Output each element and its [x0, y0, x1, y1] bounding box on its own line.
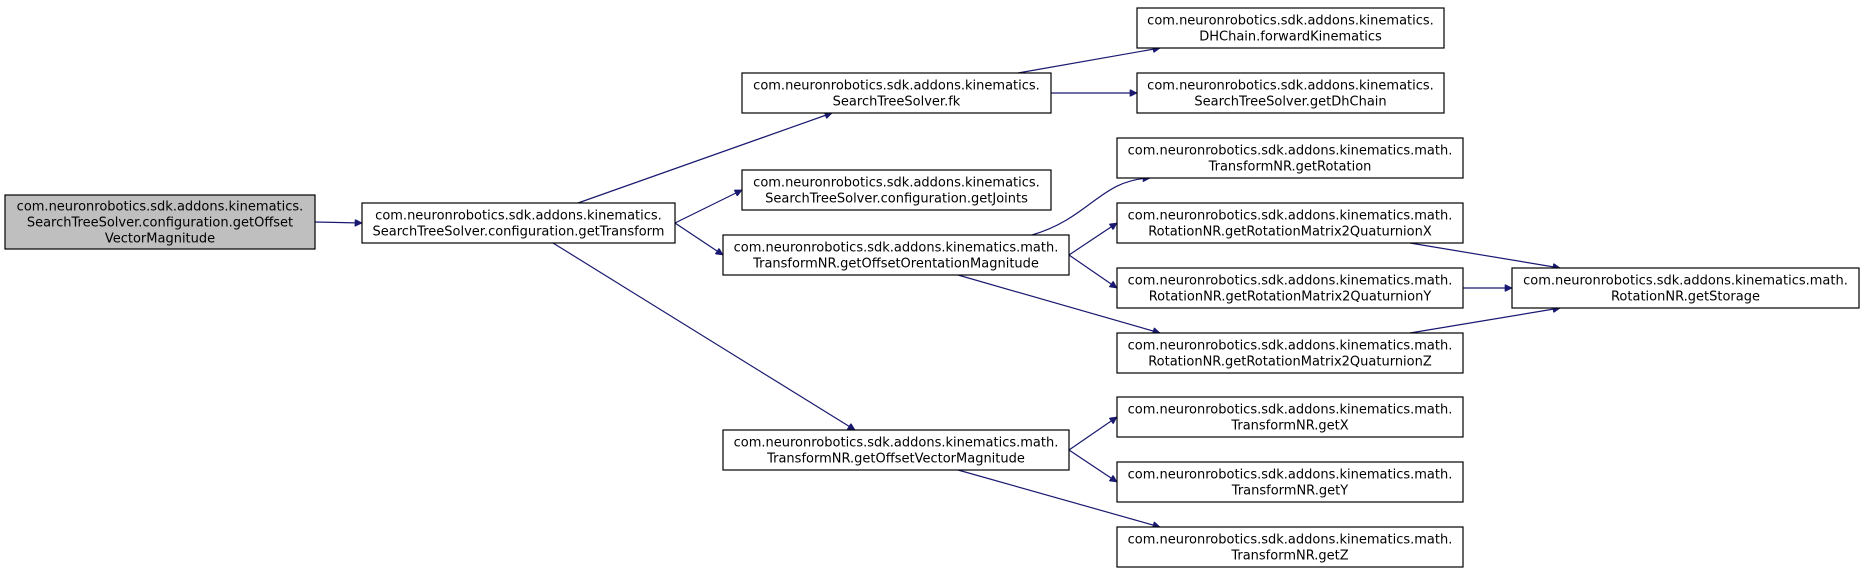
node-label-line: com.neuronrobotics.sdk.addons.kinematics…	[1128, 468, 1453, 483]
edge-getTransform-to-fk	[577, 113, 832, 204]
node-box	[1116, 332, 1464, 374]
node-getJoints[interactable]: com.neuronrobotics.sdk.addons.kinematics…	[741, 169, 1052, 211]
node-box	[1116, 526, 1464, 568]
node-box	[1116, 396, 1464, 438]
node-box	[1136, 72, 1445, 114]
node-label-line: com.neuronrobotics.sdk.addons.kinematics…	[1128, 339, 1453, 354]
node-label-line: SearchTreeSolver.configuration.getOffset	[27, 216, 293, 231]
node-box	[1116, 461, 1464, 503]
node-box	[361, 202, 676, 244]
node-label-line: SearchTreeSolver.configuration.getTransf…	[373, 225, 665, 240]
edge-getOffsetVectorMagnitude-to-getY	[1068, 449, 1117, 483]
node-label-line: TransformNR.getOffsetOrentationMagnitude	[752, 257, 1039, 272]
node-label-line: com.neuronrobotics.sdk.addons.kinematics…	[375, 209, 662, 224]
node-label-line: SearchTreeSolver.fk	[833, 95, 961, 110]
node-label-line: com.neuronrobotics.sdk.addons.kinematics…	[1523, 274, 1848, 289]
node-label-line: com.neuronrobotics.sdk.addons.kinematics…	[753, 176, 1040, 191]
node-label-line: RotationNR.getRotationMatrix2QuaturnionX	[1148, 225, 1432, 240]
node-label-line: com.neuronrobotics.sdk.addons.kinematics…	[753, 79, 1040, 94]
node-getTransform[interactable]: com.neuronrobotics.sdk.addons.kinematics…	[361, 202, 676, 244]
node-box	[1116, 137, 1464, 179]
edge-getOffsetOrentationMagnitude-to-quatY	[1068, 254, 1117, 289]
node-label-line: com.neuronrobotics.sdk.addons.kinematics…	[17, 200, 304, 215]
node-label-line: com.neuronrobotics.sdk.addons.kinematics…	[1128, 144, 1453, 159]
node-label-line: SearchTreeSolver.configuration.getJoints	[765, 192, 1028, 207]
node-label-line: TransformNR.getOffsetVectorMagnitude	[766, 452, 1025, 467]
node-quatZ[interactable]: com.neuronrobotics.sdk.addons.kinematics…	[1116, 332, 1464, 374]
node-label-line: com.neuronrobotics.sdk.addons.kinematics…	[1128, 403, 1453, 418]
edge-getOffsetOrentationMagnitude-to-getRotation	[1031, 178, 1150, 236]
nodes-layer: com.neuronrobotics.sdk.addons.kinematics…	[4, 7, 1860, 568]
node-box	[722, 234, 1070, 276]
edge-getTransform-to-getOffsetOrentationMagnitude	[674, 222, 723, 256]
node-label-line: RotationNR.getRotationMatrix2QuaturnionY	[1149, 290, 1432, 305]
node-getRotation[interactable]: com.neuronrobotics.sdk.addons.kinematics…	[1116, 137, 1464, 179]
node-label-line: SearchTreeSolver.getDhChain	[1194, 95, 1386, 110]
node-getDhChain[interactable]: com.neuronrobotics.sdk.addons.kinematics…	[1136, 72, 1445, 114]
node-label-line: DHChain.forwardKinematics	[1199, 30, 1382, 45]
node-getZ[interactable]: com.neuronrobotics.sdk.addons.kinematics…	[1116, 526, 1464, 568]
node-root[interactable]: com.neuronrobotics.sdk.addons.kinematics…	[4, 194, 316, 250]
node-label-line: com.neuronrobotics.sdk.addons.kinematics…	[1128, 274, 1453, 289]
node-label-line: RotationNR.getRotationMatrix2QuaturnionZ	[1148, 355, 1432, 370]
edge-getTransform-to-getJoints	[674, 189, 742, 224]
edge-getOffsetVectorMagnitude-to-getX	[1068, 416, 1117, 451]
node-label-line: TransformNR.getRotation	[1208, 160, 1372, 175]
node-box	[1511, 267, 1860, 309]
node-label-line: com.neuronrobotics.sdk.addons.kinematics…	[734, 241, 1059, 256]
node-box	[1136, 7, 1445, 49]
node-label-line: TransformNR.getZ	[1230, 549, 1348, 564]
node-box	[1116, 202, 1464, 244]
node-getOffsetVectorMagnitude[interactable]: com.neuronrobotics.sdk.addons.kinematics…	[722, 429, 1070, 471]
edge-getOffsetVectorMagnitude-to-getZ	[957, 469, 1160, 527]
node-box	[741, 169, 1052, 211]
node-label-line: com.neuronrobotics.sdk.addons.kinematics…	[1147, 79, 1434, 94]
edge-quatZ-to-getStorage	[1409, 308, 1560, 334]
node-label-line: com.neuronrobotics.sdk.addons.kinematics…	[1147, 14, 1434, 29]
node-getY[interactable]: com.neuronrobotics.sdk.addons.kinematics…	[1116, 461, 1464, 503]
node-box	[1116, 267, 1464, 309]
node-getOffsetOrentationMagnitude[interactable]: com.neuronrobotics.sdk.addons.kinematics…	[722, 234, 1070, 276]
edge-getOffsetOrentationMagnitude-to-quatX	[1068, 222, 1117, 256]
edge-getOffsetOrentationMagnitude-to-quatZ	[957, 274, 1160, 333]
node-label-line: com.neuronrobotics.sdk.addons.kinematics…	[1128, 209, 1453, 224]
edge-getTransform-to-getOffsetVectorMagnitude	[552, 242, 855, 431]
node-label-line: RotationNR.getStorage	[1611, 290, 1760, 305]
node-forwardKinematics[interactable]: com.neuronrobotics.sdk.addons.kinematics…	[1136, 7, 1445, 49]
edge-root-to-getTransform	[314, 222, 362, 223]
node-getX[interactable]: com.neuronrobotics.sdk.addons.kinematics…	[1116, 396, 1464, 438]
node-box	[741, 72, 1052, 114]
node-label-line: VectorMagnitude	[105, 232, 215, 247]
node-label-line: com.neuronrobotics.sdk.addons.kinematics…	[1128, 533, 1453, 548]
node-quatX[interactable]: com.neuronrobotics.sdk.addons.kinematics…	[1116, 202, 1464, 244]
edges-layer	[314, 48, 1560, 527]
node-quatY[interactable]: com.neuronrobotics.sdk.addons.kinematics…	[1116, 267, 1464, 309]
node-label-line: TransformNR.getY	[1231, 484, 1348, 499]
node-box	[4, 194, 316, 250]
node-fk[interactable]: com.neuronrobotics.sdk.addons.kinematics…	[741, 72, 1052, 114]
node-label-line: com.neuronrobotics.sdk.addons.kinematics…	[734, 436, 1059, 451]
node-box	[722, 429, 1070, 471]
edge-fk-to-forwardKinematics	[1017, 48, 1160, 74]
edge-quatX-to-getStorage	[1409, 242, 1560, 268]
node-getStorage[interactable]: com.neuronrobotics.sdk.addons.kinematics…	[1511, 267, 1860, 309]
node-label-line: TransformNR.getX	[1230, 419, 1348, 434]
